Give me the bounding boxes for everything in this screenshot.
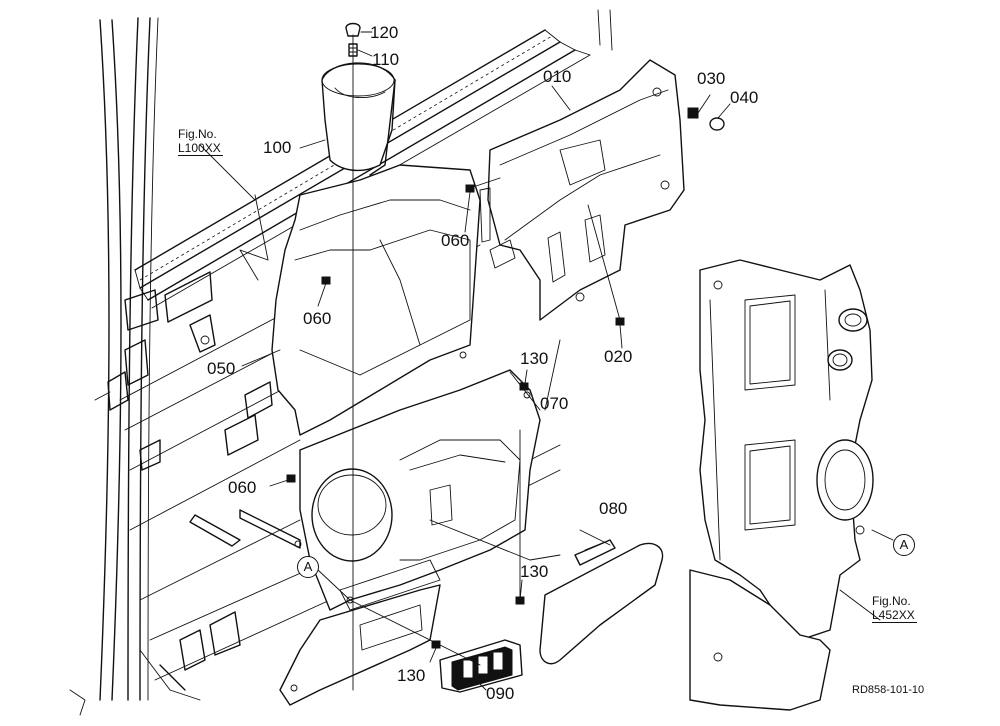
label-020: 020 [604,347,633,366]
callout-a-right: A [893,534,915,556]
leader-lines [199,31,894,691]
trim-panel-010 [479,59,685,321]
label-090: 090 [486,684,515,703]
figure-ref-left: Fig.No. L100XX [178,127,223,156]
drawing-code: RD858-101-10 [852,684,925,696]
label-040: 040 [730,88,759,107]
figure-ref-right-line2: L452XX [872,607,917,623]
cup-holder-100 [321,62,396,176]
label-070: 070 [540,394,569,413]
label-060-lower: 060 [228,478,257,497]
fasteners [286,107,725,649]
label-130-upper: 130 [520,349,549,368]
label-050: 050 [207,359,236,378]
label-110: 110 [372,50,400,69]
figure-ref-right: Fig.No. L452XX [872,594,917,623]
base-panel [279,584,441,706]
label-100: 100 [263,138,292,157]
label-130-lower: 130 [397,666,426,685]
label-030: 030 [697,69,726,88]
label-060-middle: 060 [303,309,332,328]
figure-ref-right-line1: Fig.No. [872,594,911,608]
switch-panel-090 [439,639,523,693]
trim-panel-050 [271,164,481,436]
figure-ref-left-line2: L100XX [178,140,223,156]
callout-a-left: A [297,556,319,578]
assembled-view [689,259,874,711]
mounting-brackets [94,271,302,691]
trim-panel-070 [299,369,541,611]
label-120: 120 [370,23,399,42]
label-010: 010 [543,67,572,86]
cover-080 [539,539,664,665]
label-060-upper: 060 [441,231,470,250]
label-080: 080 [599,499,628,518]
label-130-middle: 130 [520,562,549,581]
figure-ref-left-line1: Fig.No. [178,127,217,141]
